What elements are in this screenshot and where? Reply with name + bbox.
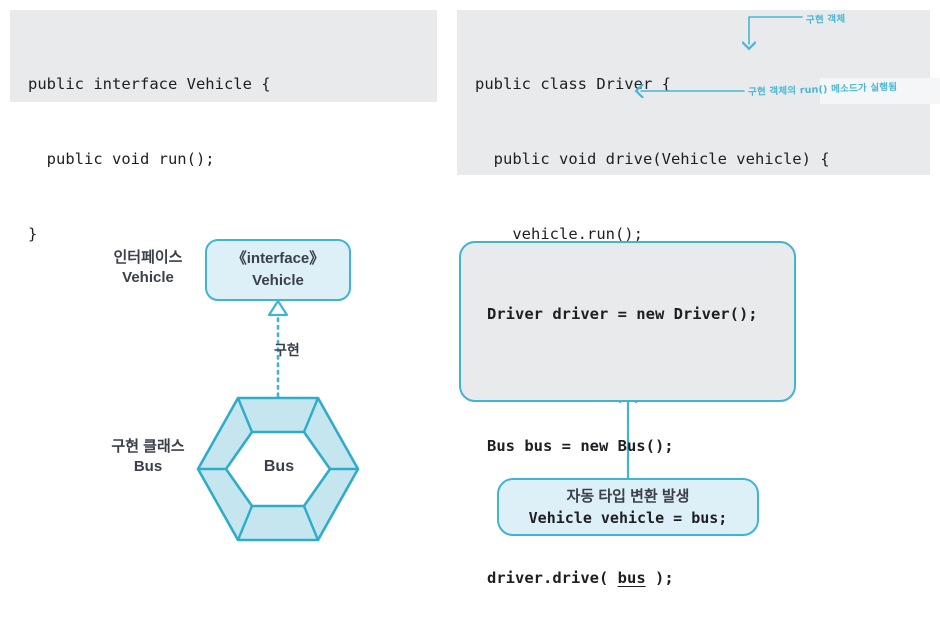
label-line-2: Bus xyxy=(133,458,163,475)
code-line: Bus bus = new Bus(); xyxy=(487,437,674,455)
uml-hexagon-bus: Bus xyxy=(198,396,360,542)
label-realization: 구현 xyxy=(274,342,300,358)
code-line: public void run(); xyxy=(28,150,215,168)
code-line: public void drive(Vehicle vehicle) { xyxy=(475,150,830,168)
callout-korean-text: 자동 타입 변환 발생 xyxy=(566,487,690,505)
code-line-drive-call: driver.drive( bus ); xyxy=(487,567,794,589)
code-block-vehicle-interface: public interface Vehicle { public void r… xyxy=(10,10,437,243)
interface-stereotype: 《interface》 xyxy=(231,250,325,267)
code-line-prefix: driver.drive( xyxy=(487,569,618,587)
code-line: vehicle.run(); xyxy=(475,225,643,243)
code-line: public interface Vehicle { xyxy=(28,75,271,93)
code-line: Driver driver = new Driver(); xyxy=(487,305,758,323)
label-interface-vehicle: 인터페이스 Vehicle xyxy=(98,248,198,288)
label-line-1: 인터페이스 xyxy=(113,249,183,266)
hexagon-label: Bus xyxy=(263,458,295,475)
diagram-canvas: public interface Vehicle { public void r… xyxy=(10,10,940,587)
annotation-backing-strip xyxy=(820,78,940,104)
code-line-suffix: ); xyxy=(645,569,674,587)
callout-auto-type-conversion: 자동 타입 변환 발생 Vehicle vehicle = bus; xyxy=(497,478,759,536)
uml-interface-box-vehicle: 《interface》 Vehicle xyxy=(205,239,351,301)
code-token-bus: bus xyxy=(617,569,646,587)
code-blank-line xyxy=(487,369,794,391)
code-line: public class Driver { xyxy=(475,75,671,93)
callout-code-text: Vehicle vehicle = bus; xyxy=(528,508,728,527)
code-block-driver-class: public class Driver { public void drive(… xyxy=(457,10,930,393)
code-line: } xyxy=(28,225,38,243)
annotation-implementation-object: 구현 객체 xyxy=(805,13,846,26)
label-implementation-class-bus: 구현 클래스 Bus xyxy=(96,437,200,477)
label-line-1: 구현 클래스 xyxy=(111,438,185,455)
interface-name: Vehicle xyxy=(252,272,304,289)
code-panel-main-usage: Driver driver = new Driver(); Bus bus = … xyxy=(459,241,796,587)
label-line-2: Vehicle xyxy=(122,269,174,286)
